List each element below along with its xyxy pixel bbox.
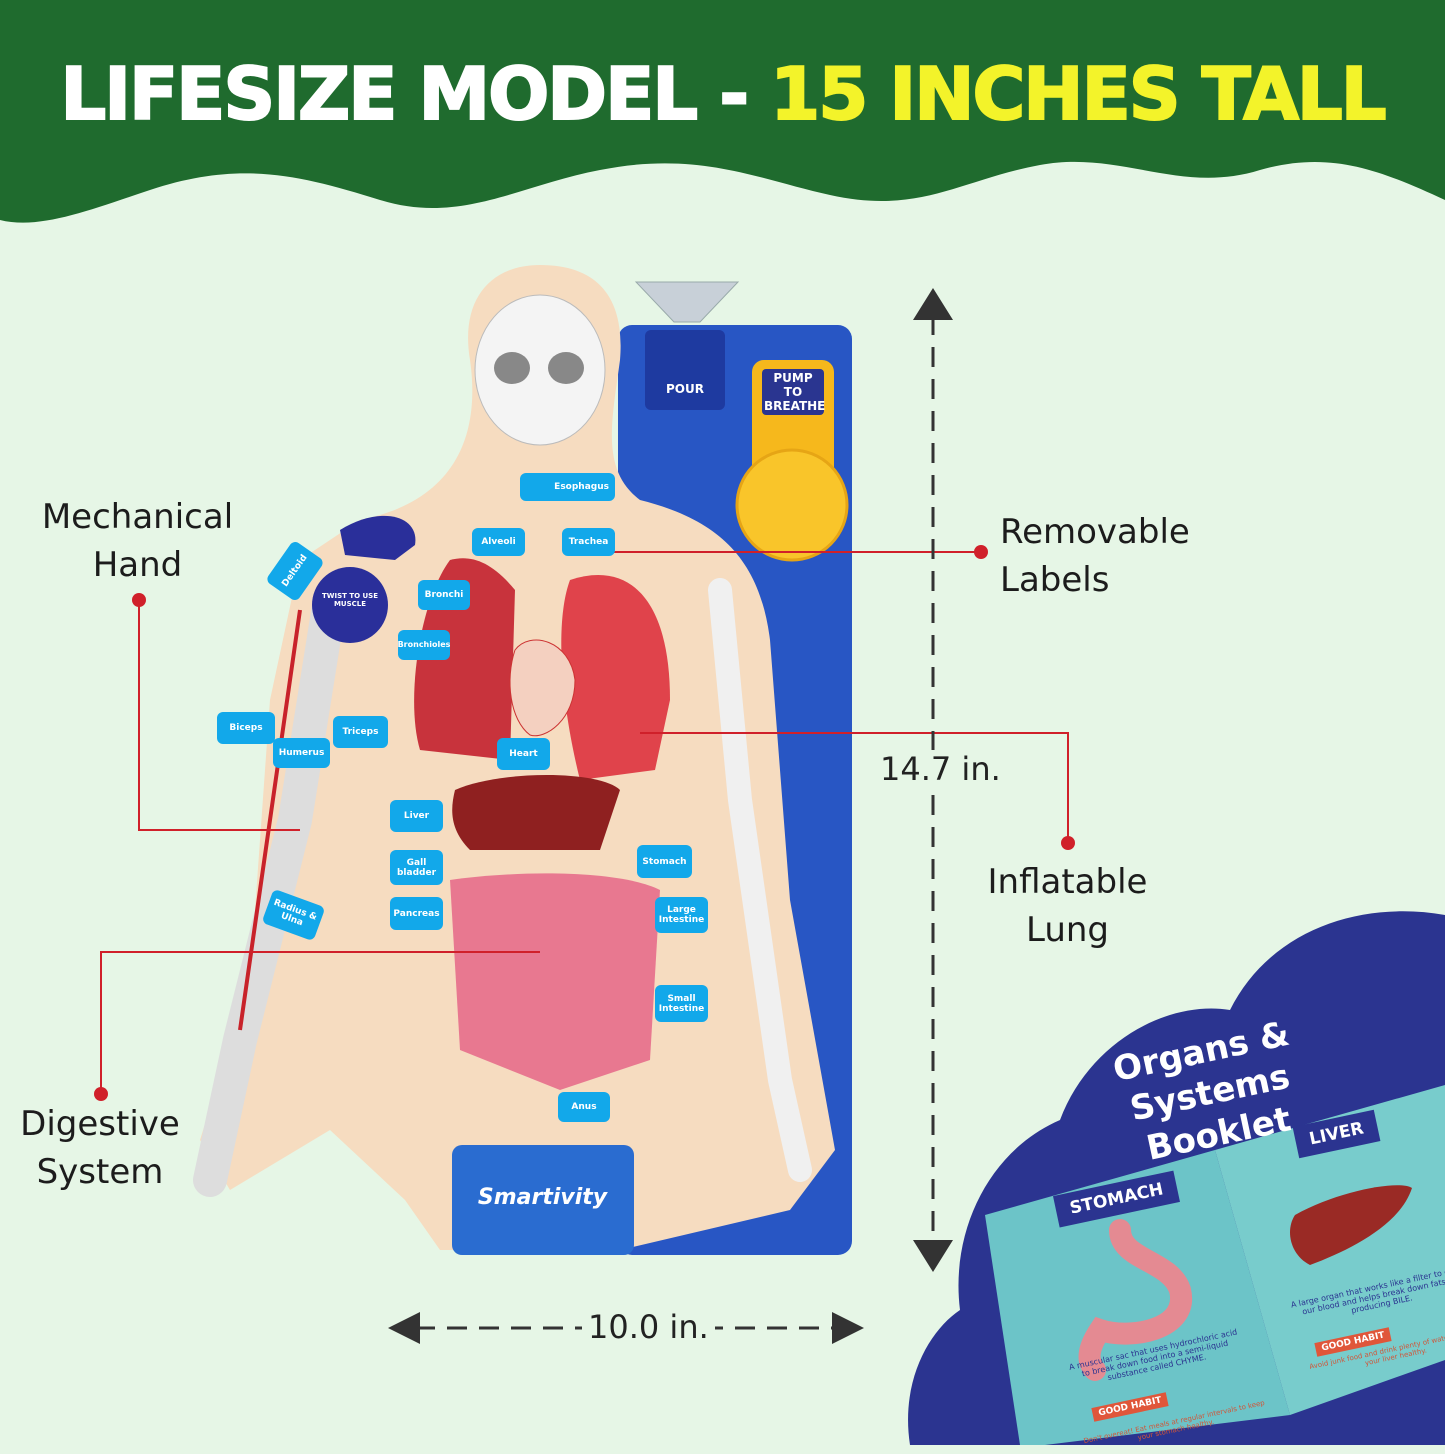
liver-illustration <box>1290 1185 1412 1265</box>
skull-eye <box>494 352 530 384</box>
label-bronchioles[interactable]: Bronchioles <box>398 630 450 660</box>
heart <box>509 639 576 737</box>
callout-dot <box>94 1087 108 1101</box>
skull-eye <box>548 352 584 384</box>
lung-right-inflatable <box>561 575 670 780</box>
stand-base <box>452 1145 634 1255</box>
arrow-left-icon <box>388 1312 420 1344</box>
callout-dot <box>974 545 988 559</box>
callout-dot <box>1061 836 1075 850</box>
mechanical-hand-line <box>138 600 300 831</box>
digestive-system-line <box>100 951 540 1094</box>
liver-organ <box>452 775 620 850</box>
arrow-up-icon <box>913 288 953 320</box>
pour-panel <box>645 330 725 410</box>
pour-label: POUR <box>666 382 704 396</box>
width-dimension-label: 10.0 in. <box>582 1308 715 1346</box>
shoulder-arrow-pad <box>340 515 416 560</box>
callout-lines <box>100 551 1069 1094</box>
funnel-icon <box>634 281 740 323</box>
callout-dot <box>132 593 146 607</box>
arm-bone-right <box>708 578 812 1182</box>
header-banner <box>0 0 1445 223</box>
label-liver[interactable]: Liver <box>390 800 443 832</box>
arrow-right-icon <box>832 1312 864 1344</box>
label-trachea[interactable]: Trachea <box>562 528 615 556</box>
label-alveoli[interactable]: Alveoli <box>472 528 525 556</box>
label-pancreas[interactable]: Pancreas <box>390 897 443 930</box>
twist-label: TWIST TO USE MUSCLE <box>321 592 379 608</box>
label-stomach[interactable]: Stomach <box>637 845 692 878</box>
height-dimension-label: 14.7 in. <box>874 750 1007 788</box>
inflatable-lung-line <box>640 732 1069 843</box>
brand-logo: Smartivity <box>477 1185 608 1210</box>
title-white: LIFESIZE MODEL - <box>59 51 771 137</box>
label-biceps[interactable]: Biceps <box>217 712 275 744</box>
title-highlight: 15 INCHES TALL <box>769 51 1388 137</box>
pump-label: PUMP TO BREATHE <box>762 369 826 415</box>
label-esophagus[interactable]: Esophagus <box>520 473 615 501</box>
arm-muscle-cable <box>238 609 302 1031</box>
label-anus[interactable]: Anus <box>558 1092 610 1122</box>
label-triceps[interactable]: Triceps <box>333 716 388 748</box>
pump-bulb <box>735 448 849 562</box>
label-small-intestine[interactable]: Small Intestine <box>655 985 708 1022</box>
label-bronchi[interactable]: Bronchi <box>418 580 470 610</box>
intestines <box>450 873 660 1090</box>
twist-dial <box>312 567 388 643</box>
label-large-intestine[interactable]: Large Intestine <box>655 897 708 933</box>
skull <box>474 294 606 446</box>
stomach-illustration <box>1078 1219 1193 1381</box>
label-humerus[interactable]: Humerus <box>273 738 330 768</box>
page-title: LIFESIZE MODEL - 15 INCHES TALL <box>0 51 1445 137</box>
label-gall-bladder[interactable]: Gall bladder <box>390 850 443 885</box>
arrow-down-icon <box>913 1240 953 1272</box>
label-heart[interactable]: Heart <box>497 738 550 770</box>
